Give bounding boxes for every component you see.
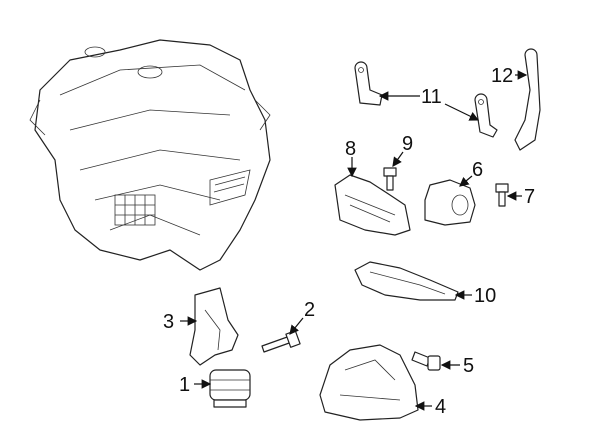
callout-9: 9: [402, 133, 413, 155]
part-12-bracket: [514, 48, 541, 151]
part-10-crossmember: [354, 261, 459, 301]
part-5-bolt: [411, 351, 441, 371]
callout-2: 2: [304, 299, 315, 321]
callout-5: 5: [463, 355, 474, 377]
part-6-transmission-mount: [424, 179, 476, 226]
part-9-bolt: [383, 167, 397, 191]
part-7-bolt: [495, 183, 509, 207]
engine-assembly: [29, 39, 271, 271]
callout-6: 6: [472, 159, 483, 181]
callout-7: 7: [524, 186, 535, 208]
callout-12: 12: [491, 65, 513, 87]
part-3-bracket: [189, 287, 239, 366]
callout-10: 10: [474, 285, 496, 307]
part-1-insulator: [209, 369, 251, 408]
part-11-brackets: [354, 61, 498, 138]
part-2-bolt: [261, 330, 301, 353]
callout-3: 3: [163, 311, 174, 333]
part-8-mount: [334, 174, 411, 236]
callout-8: 8: [345, 138, 356, 160]
part-4-support-bracket: [319, 344, 419, 421]
callout-1: 1: [179, 374, 190, 396]
callout-11: 11: [421, 86, 442, 108]
callout-4: 4: [435, 396, 446, 418]
